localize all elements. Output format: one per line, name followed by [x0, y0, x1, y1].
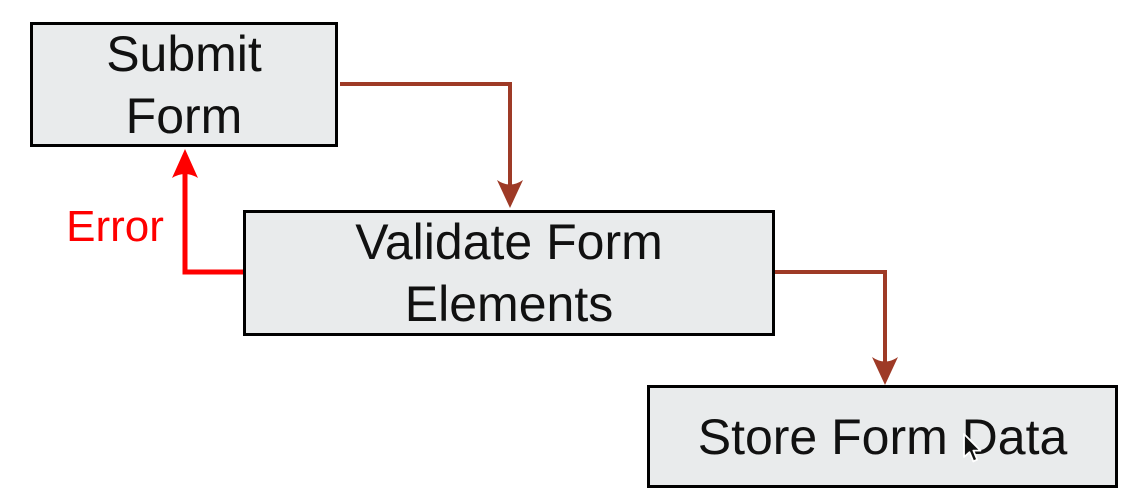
edge-validate-to-store [775, 270, 898, 385]
node-submit-form: Submit Form [30, 22, 338, 147]
edge-error-to-submit [172, 149, 243, 275]
node-validate-form-elements: Validate Form Elements [243, 210, 775, 336]
error-edge-label: Error [66, 202, 164, 251]
edge-submit-to-validate [340, 82, 523, 208]
node-store-form-data: Store Form Data [647, 385, 1118, 488]
